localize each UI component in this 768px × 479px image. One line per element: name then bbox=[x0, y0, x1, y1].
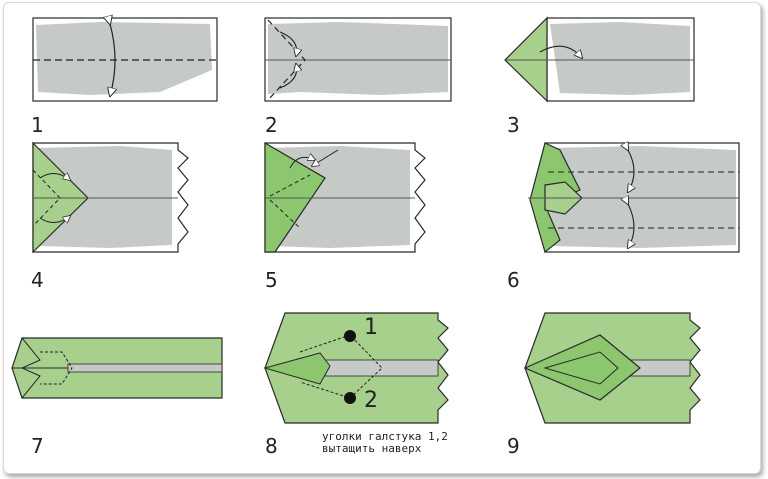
fold-arrow-icon bbox=[279, 31, 297, 56]
step-number-1: 1 bbox=[31, 113, 44, 137]
step-number-3: 3 bbox=[507, 113, 520, 137]
dot-marker-icon bbox=[344, 330, 356, 342]
step-number-6: 6 bbox=[507, 268, 520, 292]
step-8-figure bbox=[263, 312, 449, 424]
step-9-figure bbox=[523, 312, 701, 424]
fold-arrow-icon bbox=[628, 150, 634, 192]
valley-fold-line-icon bbox=[269, 174, 311, 197]
step-3-figure bbox=[504, 16, 695, 103]
valley-fold-line-icon bbox=[32, 169, 61, 227]
fold-arrow-icon bbox=[312, 149, 339, 166]
callout-corner-1: 1 bbox=[364, 315, 378, 340]
fold-arrow-icon bbox=[628, 204, 634, 248]
valley-fold-line-icon bbox=[267, 19, 306, 101]
step-number-2: 2 bbox=[265, 113, 278, 137]
paper-texture bbox=[550, 22, 690, 95]
step-7-figure bbox=[11, 337, 223, 399]
paper-texture bbox=[36, 22, 212, 95]
valley-fold-line-icon bbox=[299, 334, 383, 399]
fold-arrow-icon bbox=[39, 216, 70, 223]
step-1-figure bbox=[32, 18, 218, 102]
callout-corner-2: 2 bbox=[364, 388, 378, 413]
step-5-figure bbox=[264, 141, 426, 253]
fold-arrow-icon bbox=[539, 45, 582, 58]
valley-fold-line-icon bbox=[40, 351, 73, 385]
step-2-figure bbox=[264, 17, 452, 102]
instruction-note: уголки галстука 1,2 вытащить наверх bbox=[322, 430, 448, 455]
step-number-7: 7 bbox=[31, 434, 44, 458]
dot-marker-icon bbox=[344, 392, 356, 404]
paper-texture bbox=[268, 22, 448, 95]
step-6-figure bbox=[528, 143, 740, 254]
fold-arrow-icon bbox=[279, 64, 297, 89]
fold-arrow-icon bbox=[110, 24, 115, 96]
step-4-figure bbox=[32, 141, 189, 254]
step-number-9: 9 bbox=[507, 434, 520, 458]
step-number-5: 5 bbox=[265, 268, 278, 292]
step-number-4: 4 bbox=[31, 268, 44, 292]
step-number-8: 8 bbox=[265, 434, 278, 458]
fold-arrow-icon bbox=[39, 173, 70, 180]
fold-arrow-icon bbox=[289, 157, 315, 169]
